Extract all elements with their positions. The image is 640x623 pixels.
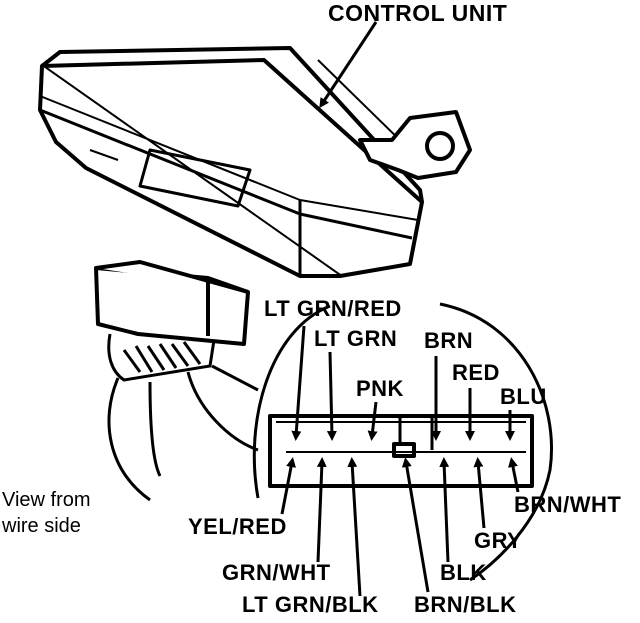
label-brn-wht: BRN/WHT	[514, 492, 622, 517]
connector-face	[268, 414, 534, 488]
detail-bubble-outline	[252, 302, 553, 582]
label-lt-grn-blk: LT GRN/BLK	[242, 592, 379, 617]
view-note-line1: View from	[2, 489, 91, 511]
label-yel-red: YEL/RED	[188, 514, 287, 539]
label-gry: GRY	[474, 528, 523, 553]
label-brn-blk: BRN/BLK	[414, 592, 517, 617]
wire-bundle	[107, 333, 259, 502]
arrow-yel-red	[280, 457, 296, 515]
mounting-bracket	[358, 110, 472, 180]
control-unit-housing	[38, 46, 424, 278]
arrow-control-unit	[319, 21, 378, 109]
label-grn-wht: GRN/WHT	[222, 560, 331, 585]
label-red: RED	[452, 360, 500, 385]
label-brn: BRN	[424, 328, 474, 353]
arrow-blk	[439, 457, 450, 563]
label-lt-grn: LT GRN	[314, 326, 398, 351]
arrow-gry	[473, 457, 486, 529]
arrow-grn-wht	[316, 457, 327, 563]
connector-housing	[94, 260, 250, 346]
label-lt-grn-red: LT GRN/RED	[264, 296, 402, 321]
label-blu: BLU	[500, 384, 547, 409]
arrow-lt-grn	[326, 351, 337, 441]
arrow-brn-blk	[401, 457, 430, 593]
arrow-brn-wht	[508, 457, 520, 493]
control-unit-label: CONTROL UNIT	[328, 0, 508, 26]
pointer-lines	[280, 21, 520, 597]
arrow-lt-grn-blk	[347, 457, 362, 597]
arrow-pnk	[367, 401, 378, 441]
arrow-lt-grn-red	[291, 325, 306, 441]
label-pnk: PNK	[356, 376, 404, 401]
label-blk: BLK	[440, 560, 487, 585]
view-note-line2: wire side	[2, 515, 81, 537]
